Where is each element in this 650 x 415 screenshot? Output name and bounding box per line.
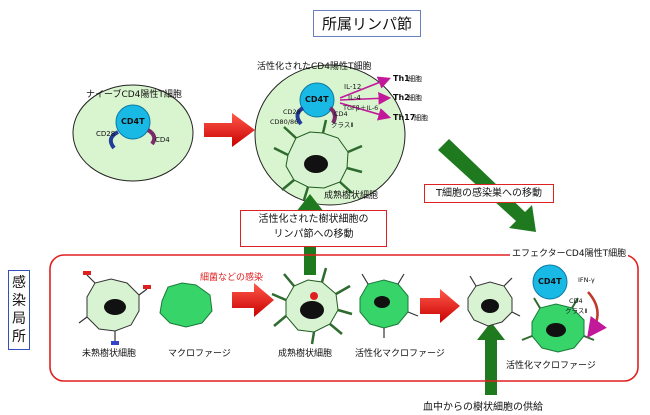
activated-cd4t-cell <box>299 82 335 118</box>
activated-macrophage-1 <box>359 273 419 338</box>
mature-dc-label: 成熟樹状細胞 <box>278 349 333 359</box>
activated-macrophage-label: 活性化マクロファージ <box>355 349 445 359</box>
t-migration-text: T細胞の感染巣への移動 <box>435 188 543 199</box>
naive-cd4t-text: CD4T <box>121 117 145 126</box>
infection-site-label: 感染局所 <box>8 270 30 350</box>
red-arrow-infection <box>232 283 274 317</box>
immature-dc-label: 未熟樹状細胞 <box>82 349 137 359</box>
t-migration-box: T細胞の感染巣への移動 <box>424 184 554 203</box>
naive-cd28-text: CD28 <box>96 130 116 138</box>
red-arrow-to-effector <box>420 289 460 323</box>
th1-saibou: 細胞 <box>408 74 422 83</box>
th17-saibou: 細胞 <box>414 113 428 122</box>
infection-site-text: 感染局所 <box>12 275 26 345</box>
activated-cd4-text: CD4 <box>334 110 348 118</box>
th2-label: Th2 <box>393 93 410 102</box>
lymph-node-title: 所属リンパ節 <box>313 10 422 37</box>
mature-dc-infection <box>271 267 353 345</box>
th2-saibou: 細胞 <box>408 93 422 102</box>
blood-supply-label: 血中からの樹状細胞の供給 <box>423 402 543 413</box>
activated-t-cell-label: 活性化されたCD4陽性T細胞 <box>257 62 372 72</box>
arrow-to-th2 <box>339 92 392 105</box>
activated-cd80-text: CD80/86 <box>270 118 299 126</box>
activated-cd28-text: CD28 <box>283 108 301 116</box>
macrophage <box>159 282 213 328</box>
activated-macrophage-2-label: 活性化マクロファージ <box>506 361 596 371</box>
infection-text: 細菌などの感染 <box>200 273 264 283</box>
dc-migration-box: 活性化された樹状細胞の リンパ節への移動 <box>240 210 387 247</box>
green-arrow-blood-supply <box>477 322 505 395</box>
effector-cd4t-text: CD4T <box>538 277 562 286</box>
naive-t-cell-label: ナイーブCD4陽性T細胞 <box>86 90 182 100</box>
infection-site-region <box>49 254 639 382</box>
activated-cd28-receptor <box>295 106 305 126</box>
th1-label: Th1 <box>393 74 410 83</box>
immature-dc <box>78 271 151 345</box>
th17-label: Th17 <box>393 113 415 122</box>
red-arrow-activation <box>204 113 255 147</box>
naive-cd28-receptor <box>108 130 119 150</box>
dc-migration-line2: リンパ節への移動 <box>273 229 354 240</box>
ifn-text: IFN-γ <box>578 276 595 284</box>
il12-label: IL-12 <box>344 83 361 91</box>
effector-cd4-text: CD4 <box>569 297 583 305</box>
effector-cd4t-cell <box>532 264 568 300</box>
naive-cd4-text: CD4 <box>155 136 170 144</box>
mature-dc-lymph <box>273 119 363 201</box>
arrow-to-th17 <box>339 102 392 121</box>
tgfb-il6-label: TGFβ＋IL-6 <box>342 104 378 112</box>
arrow-to-th1 <box>339 76 391 99</box>
macrophage-label: マクロファージ <box>168 349 231 359</box>
naive-cd4-receptor <box>146 128 157 146</box>
il4-label: IL-4 <box>348 94 361 102</box>
activated-cd4-receptor <box>328 106 337 124</box>
naive-cd4t-cell <box>115 104 151 140</box>
effector-mhc2-text: クラスⅡ <box>565 307 588 315</box>
ifn-arrow <box>587 291 607 339</box>
activated-mhc2-text: クラスⅡ <box>331 121 354 129</box>
mature-dc-lymph-label: 成熟樹状細胞 <box>324 191 379 201</box>
activated-cd4t-text: CD4T <box>305 95 329 104</box>
dc-migration-line1: 活性化された樹状細胞の <box>258 214 369 225</box>
dc-recruited <box>467 275 521 327</box>
effector-t-cell-label: エフェクターCD4陽性T細胞 <box>510 246 629 259</box>
